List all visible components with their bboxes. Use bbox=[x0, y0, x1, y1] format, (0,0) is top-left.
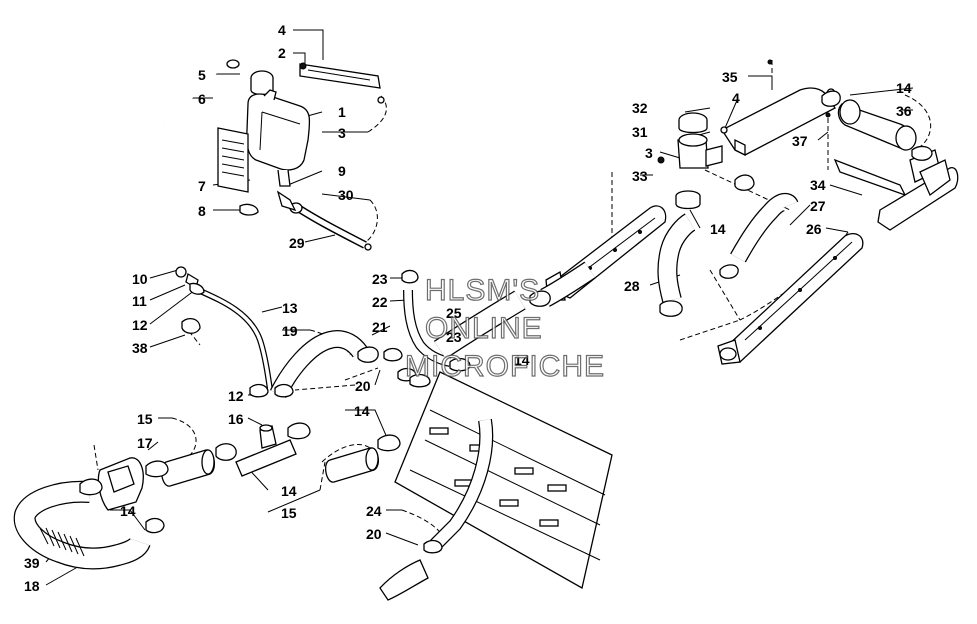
callout-33: 33 bbox=[632, 168, 648, 184]
callout-1: 1 bbox=[338, 104, 346, 120]
callout-14: 14 bbox=[710, 221, 726, 237]
callout-20: 20 bbox=[355, 378, 371, 394]
callout-labels: 4 2 5 6 1 3 7 9 30 8 29 35 14 32 4 36 31… bbox=[24, 22, 912, 594]
callout-36: 36 bbox=[896, 103, 912, 119]
heat-exchanger-group bbox=[529, 59, 959, 365]
callout-9: 9 bbox=[338, 163, 346, 179]
callout-8: 8 bbox=[198, 203, 206, 219]
callout-6: 6 bbox=[198, 91, 206, 107]
callout-14: 14 bbox=[120, 503, 136, 519]
bellows-ribs bbox=[39, 527, 85, 557]
lower-left-group bbox=[13, 422, 401, 570]
callout-7: 7 bbox=[198, 178, 206, 194]
tunnel-panel bbox=[379, 371, 613, 601]
callout-14: 14 bbox=[514, 352, 530, 368]
callout-39: 39 bbox=[24, 555, 40, 571]
watermark-line-2: ONLINE bbox=[425, 312, 543, 345]
callout-14: 14 bbox=[896, 80, 912, 96]
watermark-line-1: HLSM'S bbox=[425, 274, 540, 307]
callout-37: 37 bbox=[792, 133, 808, 149]
callout-16: 16 bbox=[228, 411, 244, 427]
leader-lines bbox=[45, 29, 932, 586]
callout-26: 26 bbox=[806, 221, 822, 237]
callout-2: 2 bbox=[278, 45, 286, 61]
callout-24: 24 bbox=[366, 503, 382, 519]
callout-25: 25 bbox=[446, 305, 462, 321]
callout-34: 34 bbox=[810, 177, 826, 193]
callout-19: 19 bbox=[282, 323, 298, 339]
watermark-line-3: MICROFICHE bbox=[405, 350, 605, 383]
callout-4: 4 bbox=[278, 22, 286, 38]
callout-12: 12 bbox=[132, 317, 148, 333]
callout-13: 13 bbox=[282, 300, 298, 316]
callout-23: 23 bbox=[446, 329, 462, 345]
callout-21: 21 bbox=[372, 319, 388, 335]
middle-hose-group bbox=[175, 266, 526, 554]
callout-3: 3 bbox=[645, 145, 653, 161]
callout-28: 28 bbox=[624, 278, 640, 294]
coolant-reservoir-group bbox=[159, 33, 385, 251]
callout-15: 15 bbox=[137, 411, 153, 427]
callout-14: 14 bbox=[354, 403, 370, 419]
decal-lines bbox=[221, 139, 245, 177]
callout-5: 5 bbox=[198, 67, 206, 83]
callout-32: 32 bbox=[632, 100, 648, 116]
callout-3: 3 bbox=[338, 125, 346, 141]
callout-12: 12 bbox=[228, 388, 244, 404]
callout-20: 20 bbox=[366, 526, 382, 542]
callout-30: 30 bbox=[338, 187, 354, 203]
callout-14: 14 bbox=[281, 483, 297, 499]
callout-11: 11 bbox=[132, 293, 147, 309]
callout-22: 22 bbox=[372, 294, 388, 310]
callout-27: 27 bbox=[810, 198, 826, 214]
watermark: HLSM'S ONLINE MICROFICHE bbox=[404, 273, 605, 383]
callout-17: 17 bbox=[137, 435, 153, 451]
callout-18: 18 bbox=[24, 578, 40, 594]
callout-4: 4 bbox=[732, 90, 740, 106]
callout-10: 10 bbox=[132, 271, 148, 287]
callout-35: 35 bbox=[722, 69, 738, 85]
callout-29: 29 bbox=[289, 235, 305, 251]
callout-15: 15 bbox=[281, 505, 297, 521]
callout-31: 31 bbox=[632, 124, 648, 140]
callout-23: 23 bbox=[372, 271, 388, 287]
callout-38: 38 bbox=[132, 340, 148, 356]
